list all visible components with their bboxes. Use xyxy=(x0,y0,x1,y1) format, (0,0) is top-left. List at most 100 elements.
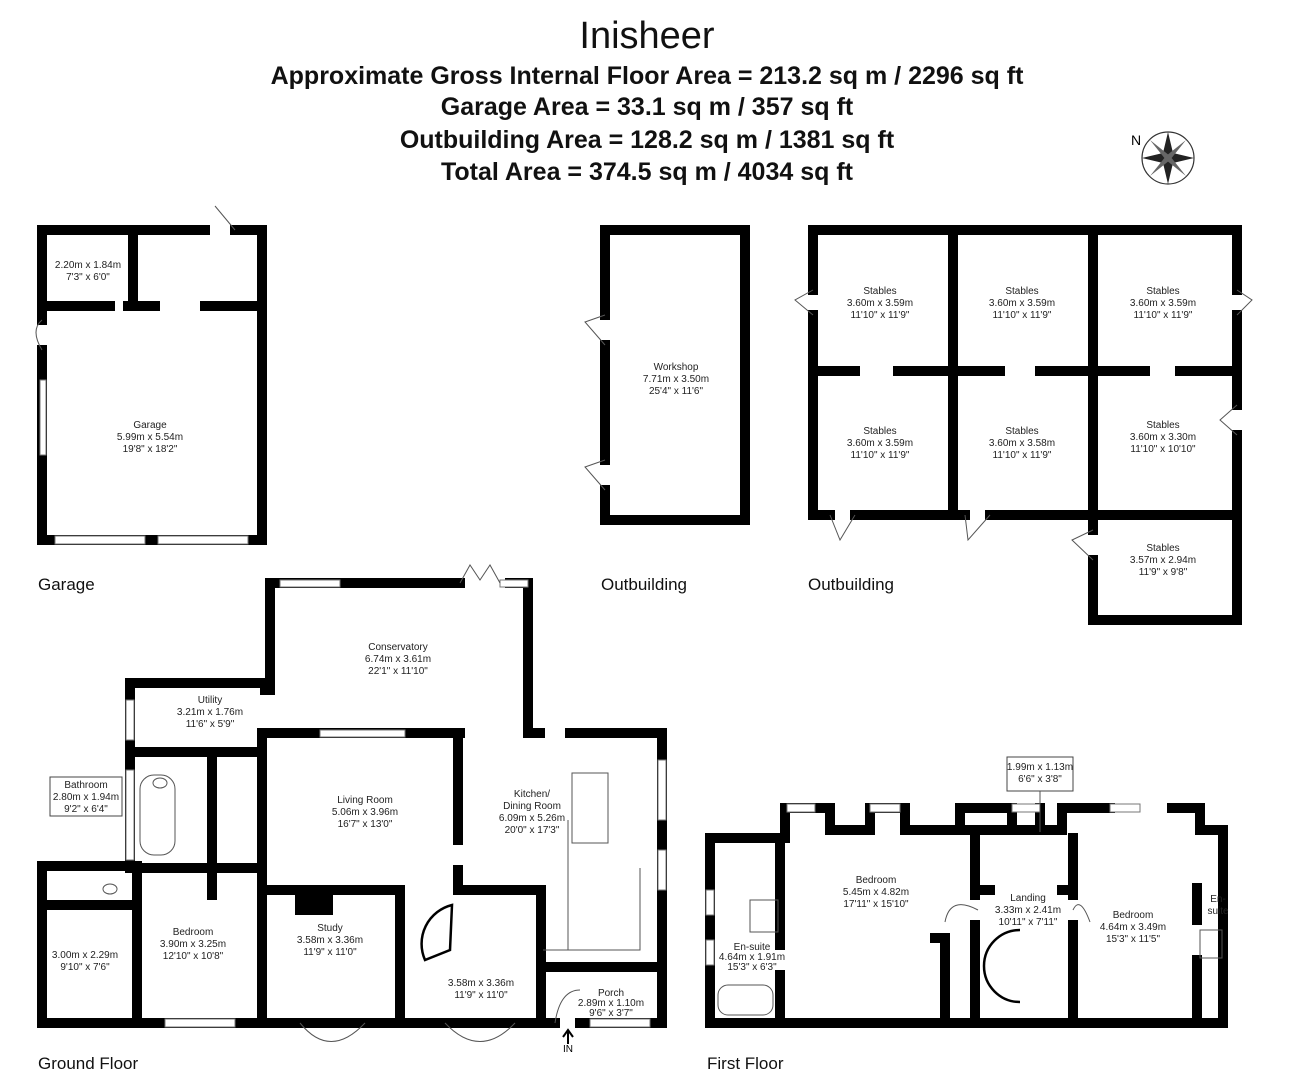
room-name: Bedroom xyxy=(1113,910,1154,921)
room-name: Living Room xyxy=(337,795,393,806)
total-area-line: Total Area = 374.5 sq m / 4034 sq ft xyxy=(441,158,854,186)
first-floor-label: First Floor xyxy=(707,1054,784,1073)
room-name: Stables xyxy=(863,286,896,297)
room-dimension: 3.60m x 3.59m xyxy=(989,298,1055,309)
room-dimension: 11'10" x 11'9" xyxy=(993,310,1052,321)
workshop-plan xyxy=(584,225,750,525)
room-dimension: 11'9" x 11'0" xyxy=(303,947,357,958)
room-dimension: 22'1" x 11'10" xyxy=(368,666,428,677)
room-dimension: 11'10" x 11'9" xyxy=(851,450,910,461)
room-name: Workshop xyxy=(654,362,699,373)
room-dimension: 11'10" x 11'9" xyxy=(1134,310,1193,321)
room-dimension: 3.58m x 3.36m xyxy=(448,978,514,989)
room-dimension: 6.74m x 3.61m xyxy=(365,654,431,665)
room-dimension: 2.80m x 1.94m xyxy=(53,792,119,803)
room-dimension: 6.09m x 5.26m xyxy=(499,813,565,824)
room-dimension: 15'3" x 11'5" xyxy=(1106,934,1161,945)
gross-area-line: Approximate Gross Internal Floor Area = … xyxy=(271,62,1024,90)
room-dimension: 4.64m x 1.91m xyxy=(719,952,785,963)
room-name: Stables xyxy=(863,426,896,437)
room-dimension: En- xyxy=(1210,894,1226,905)
room-dimension: 5.06m x 3.96m xyxy=(332,807,398,818)
room-name: Stables xyxy=(1146,286,1179,297)
room-dimension: 11'6" x 5'9" xyxy=(186,719,235,730)
ground-floor-label: Ground Floor xyxy=(38,1054,138,1073)
room-dimension: 25'4" x 11'6" xyxy=(649,386,704,397)
room-dimension: 7.71m x 3.50m xyxy=(643,374,709,385)
bathroom-callout xyxy=(49,776,123,817)
outbuilding-area-line: Outbuilding Area = 128.2 sq m / 1381 sq … xyxy=(400,126,895,154)
room-name: Study xyxy=(317,923,343,934)
room-name: Garage xyxy=(133,420,167,431)
room-dimension: 9'10" x 7'6" xyxy=(60,962,110,973)
room-dimension: 6'6" x 3'8" xyxy=(1018,774,1062,785)
room-dimension: 3.60m x 3.59m xyxy=(1130,298,1196,309)
room-dimension: 3.60m x 3.30m xyxy=(1130,432,1196,443)
room-dimension: 3.21m x 1.76m xyxy=(177,707,243,718)
room-name: Porch xyxy=(598,988,624,999)
room-dimension: 3.33m x 2.41m xyxy=(995,905,1061,916)
room-dimension: 17'11" x 15'10" xyxy=(843,899,909,910)
room-name: Stables xyxy=(1146,420,1179,431)
room-dimension: 11'10" x 10'10" xyxy=(1130,444,1196,455)
room-dimension: 4.64m x 3.49m xyxy=(1100,922,1166,933)
room-dimension: 15'3" x 6'3" xyxy=(727,962,777,973)
garage-area-line: Garage Area = 33.1 sq m / 357 sq ft xyxy=(441,93,854,121)
room-dimension: 11'10" x 11'9" xyxy=(993,450,1052,461)
room-dimension: 5.45m x 4.82m xyxy=(843,887,909,898)
room-dimension: 11'9" x 11'0" xyxy=(454,990,508,1001)
entrance-label: IN xyxy=(563,1044,573,1055)
cupboard-callout xyxy=(1006,756,1074,792)
room-dimension: 20'0" x 17'3" xyxy=(505,825,560,836)
room-name: Kitchen/ xyxy=(514,789,550,800)
ground-floor-plan: IN xyxy=(37,564,667,1055)
room-dimension: 11'9" x 9'8" xyxy=(1139,567,1188,578)
workshop-plan-label: Outbuilding xyxy=(601,575,687,594)
room-name: En-suite xyxy=(734,942,771,953)
room-name: Stables xyxy=(1005,286,1038,297)
room-name: Conservatory xyxy=(368,642,427,653)
room-dimension: 3.57m x 2.94m xyxy=(1130,555,1196,566)
room-name: Utility xyxy=(198,695,222,706)
room-dimension: suite xyxy=(1207,906,1229,917)
room-dimension: 19'8" x 18'2" xyxy=(123,444,178,455)
garage-plan xyxy=(35,205,267,545)
room-dimension: 3.60m x 3.58m xyxy=(989,438,1055,449)
room-dimension: 9'6" x 3'7" xyxy=(589,1008,633,1019)
room-dimension: 3.00m x 2.29m xyxy=(52,950,118,961)
room-name: Bedroom xyxy=(856,875,897,886)
room-name: Stables xyxy=(1146,543,1179,554)
room-dimension: 3.60m x 3.59m xyxy=(847,438,913,449)
room-dimension: 1.99m x 1.13m xyxy=(1007,762,1073,773)
room-dimension: 12'10" x 10'8" xyxy=(163,951,224,962)
room-name: Landing xyxy=(1010,893,1046,904)
room-dimension: 3.58m x 3.36m xyxy=(297,935,363,946)
room-dimension: 10'11" x 7'11" xyxy=(999,917,1058,928)
room-dimension: 3.90m x 3.25m xyxy=(160,939,226,950)
room-label-en-suite-2: En-suite xyxy=(1207,894,1229,917)
room-dimension: 9'2" x 6'4" xyxy=(64,804,108,815)
stables-plan xyxy=(794,225,1253,625)
room-dimension: 7'3" x 6'0" xyxy=(66,272,110,283)
north-label: N xyxy=(1131,132,1141,148)
